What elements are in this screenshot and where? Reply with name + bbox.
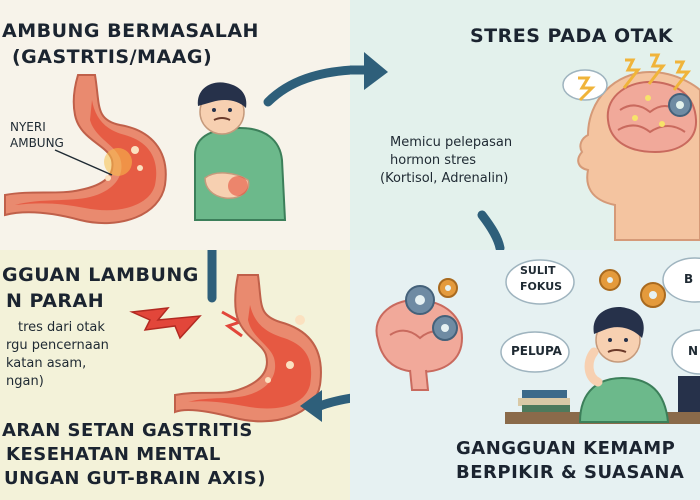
- brain-stress-illustration: [350, 52, 700, 250]
- desc-line1: tres dari otak: [18, 320, 105, 335]
- bubble-label-right-bottom: N: [688, 344, 699, 358]
- inflammation-spot-icon: [104, 148, 132, 176]
- panel-title-line1: GGUAN LAMBUNG: [2, 264, 199, 286]
- bubble-right-bottom: [671, 329, 700, 375]
- zigzag-arrow-icon: [129, 307, 202, 340]
- stomach-inflamed-lining: [15, 100, 157, 211]
- panel-title: STRES PADA OTAK: [470, 25, 674, 47]
- boy-pain-icon: [194, 82, 287, 221]
- mug-icon: [678, 376, 700, 412]
- panel-title-line2: (GASTRTIS/MAAG): [12, 46, 213, 68]
- stomach-worsening-illustration: [129, 250, 350, 423]
- stomach-illustration: [4, 65, 350, 225]
- bubble-sulit-fokus: [505, 259, 575, 305]
- callout-line: [54, 149, 113, 176]
- bubble-right-top: [662, 257, 700, 303]
- footer-line2: KESEHATAN MENTAL: [6, 444, 221, 465]
- callout-label-line1: NYERI: [10, 120, 46, 134]
- bubble-label-pelupa: PELUPA: [511, 344, 562, 358]
- footer-line3: UNGAN GUT-BRAIN AXIS): [4, 468, 266, 489]
- desc-line1: Memicu pelepasan: [390, 135, 513, 150]
- desc-line4: ngan): [6, 374, 44, 389]
- lightning-icon: [578, 76, 596, 102]
- bubble-label-right-top: B: [684, 272, 694, 286]
- arrow-to-brain: [263, 65, 350, 107]
- bubble-pelupa: [500, 331, 570, 373]
- cognitive-illustration: [375, 257, 700, 424]
- lightning-icon: [672, 60, 692, 91]
- bubble-label-sulit: SULIT: [520, 264, 556, 277]
- desc-line3: (Kortisol, Adrenalin): [380, 171, 509, 186]
- panel-stomach-problem: AMBUNG BERMASALAH (GASTRTIS/MAAG) NYERI …: [0, 0, 350, 250]
- stomach-inflamed-lining: [188, 305, 312, 409]
- panel-brain-stress: STRES PADA OTAK Memicu pelepasan hormon …: [350, 0, 700, 250]
- footer-line1: ARAN SETAN GASTRITIS: [2, 420, 253, 441]
- book-icon: [522, 390, 567, 398]
- panel-cognitive-impairment: SULIT FOKUS PELUPA B N GANGGUAN KEMAMP B…: [350, 250, 700, 500]
- arrow-head-icon: [364, 52, 388, 90]
- desc-line2: rgu pencernaan: [6, 338, 109, 353]
- arrow-to-cognition: [477, 210, 505, 250]
- lightning-icon: [647, 53, 667, 85]
- arrow-head-icon: [300, 390, 322, 422]
- panel-title-line1: GANGGUAN KEMAMP: [456, 438, 676, 459]
- stressed-person-icon: [578, 307, 670, 423]
- callout-label-line2: AMBUNG: [10, 136, 64, 150]
- panel-stomach-worsening: GGUAN LAMBUNG N PARAH tres dari otak rgu…: [0, 250, 350, 500]
- desc-line3: katan asam,: [6, 356, 87, 371]
- panel-title-line2: N PARAH: [6, 290, 105, 312]
- panel-title-line2: BERPIKIR & SUASANA: [456, 462, 685, 483]
- desc-line2: hormon stres: [390, 153, 476, 168]
- brain-icon: [606, 80, 698, 154]
- lightning-icon: [622, 58, 642, 89]
- panel-title-line1: AMBUNG BERMASALAH: [2, 20, 259, 42]
- bubble-label-fokus: FOKUS: [520, 280, 563, 293]
